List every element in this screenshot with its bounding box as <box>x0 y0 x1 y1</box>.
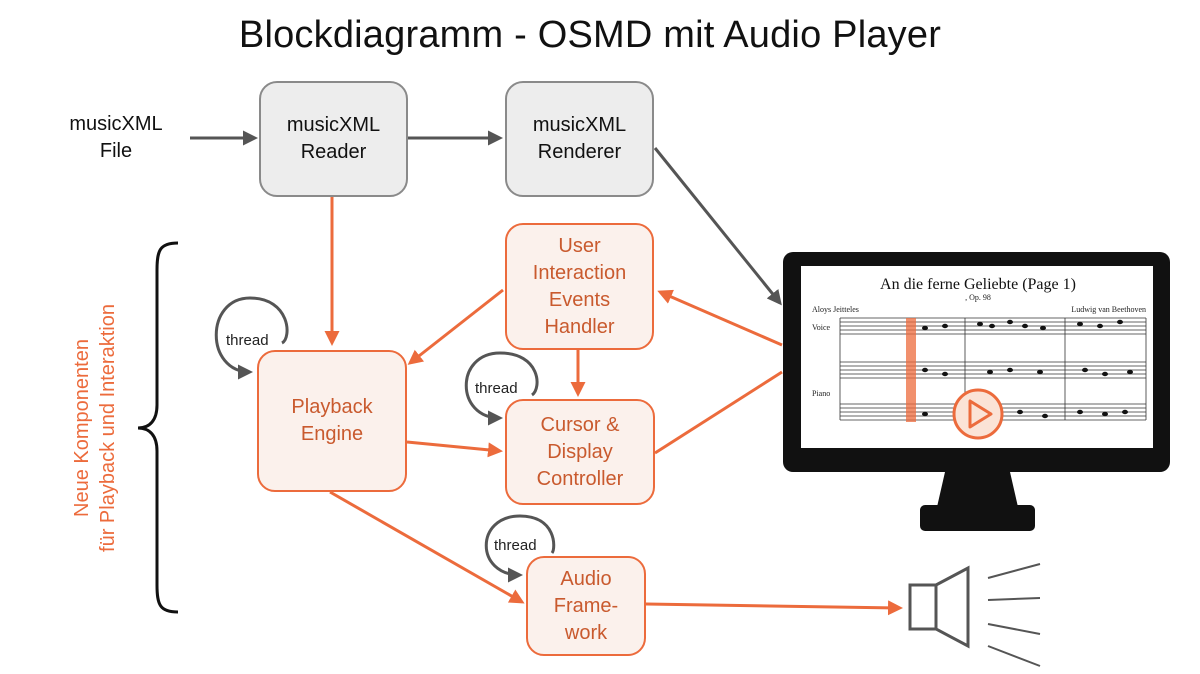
score-composer: Ludwig van Beethoven <box>1071 305 1146 314</box>
arrow-audio-to-speaker <box>645 600 903 616</box>
node-label-line: Playback <box>291 396 373 418</box>
node-label-line: Engine <box>300 423 364 445</box>
speaker-icon <box>908 563 1041 667</box>
node-label-line: Handler <box>544 315 615 338</box>
audio-framework-box[interactable]: Audio Frame- work <box>526 556 646 656</box>
musicxml-reader-box[interactable]: musicXML Reader <box>259 81 408 197</box>
score-lyricist: Aloys Jeitteles <box>812 305 859 314</box>
node-label-line: Controller <box>536 467 624 490</box>
cursor-display-controller-box[interactable]: Cursor & Display Controller <box>505 399 655 505</box>
curly-brace <box>137 241 179 614</box>
score-title: An die ferne Geliebte (Page 1) <box>880 276 1076 293</box>
node-label-line: Audio <box>560 567 612 590</box>
arrow-user-to-playback <box>407 288 504 365</box>
node-label-line: musicXML <box>286 114 381 136</box>
thread-loop-cursor <box>464 351 539 426</box>
node-label-line: Events <box>548 288 611 311</box>
score-opus: , Op. 98 <box>965 293 991 302</box>
node-label-line: Display <box>547 440 613 463</box>
input-file-label-line: File <box>99 140 133 162</box>
play-icon[interactable] <box>952 388 1004 440</box>
node-label-line: Renderer <box>537 141 622 163</box>
arrow-playback-to-audio <box>329 490 525 604</box>
thread-label-playback: thread <box>226 332 269 349</box>
input-file-label-line: musicXML <box>69 113 163 135</box>
node-label-line: musicXML <box>532 114 627 136</box>
node-label-line: User <box>558 234 601 257</box>
thread-label-cursor: thread <box>475 380 518 397</box>
thread-label-audio: thread <box>494 537 537 554</box>
node-label-line: Interaction <box>532 261 627 284</box>
musicxml-renderer-box[interactable]: musicXML Renderer <box>505 81 654 197</box>
arrow-monitor-to-user <box>657 289 783 347</box>
diagram-title: Blockdiagramm - OSMD mit Audio Player <box>238 14 942 56</box>
score-voice-label: Voice <box>812 323 831 332</box>
music-notes <box>922 319 1133 419</box>
node-label-line: Frame- <box>553 594 619 617</box>
side-label-line: Neue Komponenten <box>71 339 93 517</box>
arrow-renderer-to-monitor <box>653 147 782 306</box>
node-label-line: Reader <box>300 141 367 163</box>
side-label-line: für Playback und Interaktion <box>97 304 119 552</box>
node-label-line: work <box>564 621 608 644</box>
user-interaction-events-handler-box[interactable]: User Interaction Events Handler <box>505 223 654 350</box>
thread-loop-playback <box>214 296 289 380</box>
playback-cursor <box>906 318 916 422</box>
monitor-icon: An die ferne Geliebte (Page 1) , Op. 98 … <box>783 252 1170 531</box>
node-label-line: Cursor & <box>540 413 620 436</box>
input-file-label: musicXML File <box>50 111 182 165</box>
arrow-playback-to-cursor <box>406 440 503 458</box>
playback-engine-box[interactable]: Playback Engine <box>257 350 407 492</box>
line-monitor-to-cursor <box>654 370 783 455</box>
thread-loop-audio <box>484 514 556 583</box>
score-piano-label: Piano <box>812 389 830 398</box>
